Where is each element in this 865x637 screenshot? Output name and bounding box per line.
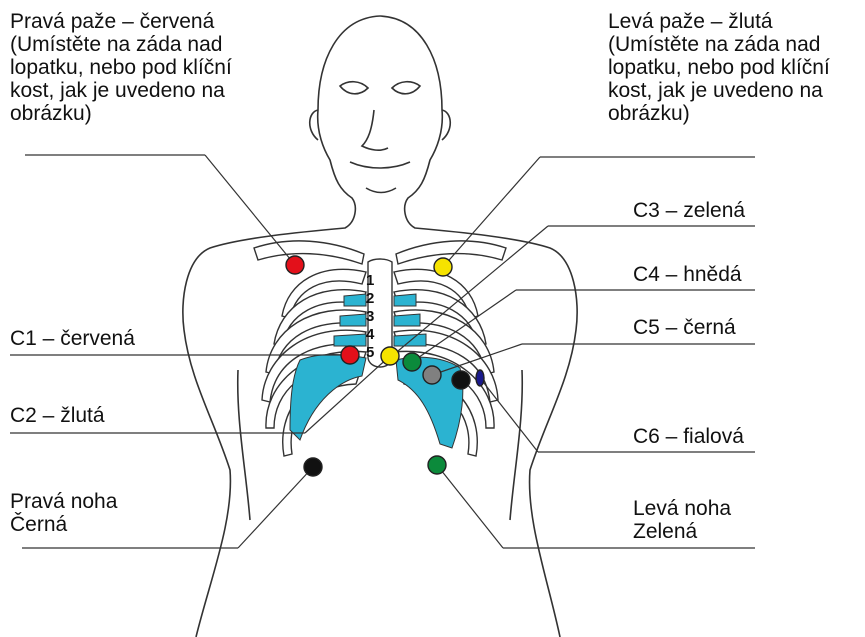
label-c5: C5 – černá: [633, 316, 736, 339]
electrode-left-arm: [434, 258, 452, 276]
electrode-c3: [403, 353, 421, 371]
label-c3: C3 – zelená: [633, 199, 745, 222]
rib-number-2: 2: [366, 291, 374, 307]
electrode-c4: [423, 366, 441, 384]
electrode-c5: [452, 371, 470, 389]
label-c6: C6 – fialová: [633, 425, 744, 448]
leader-right-arm-diag: [205, 155, 295, 265]
label-left-leg: Levá noha Zelená: [633, 497, 731, 543]
label-c4: C4 – hnědá: [633, 263, 742, 286]
rib-number-5: 5: [366, 345, 374, 361]
rib-number-4: 4: [366, 327, 374, 343]
rib-number-3: 3: [366, 309, 374, 325]
electrode-c6: [476, 370, 484, 386]
label-c1: C1 – červená: [10, 327, 135, 350]
electrode-left-leg: [428, 456, 446, 474]
electrode-c2: [381, 347, 399, 365]
electrode-right-arm: [286, 256, 304, 274]
electrode-c1: [341, 346, 359, 364]
label-c2: C2 – žlutá: [10, 404, 105, 427]
leader-left-leg-diag: [437, 465, 503, 548]
electrode-right-leg: [304, 458, 322, 476]
rib-number-1: 1: [366, 273, 374, 289]
label-left-arm: Levá paže – žlutá (Umístěte na záda nad …: [608, 10, 863, 125]
label-right-leg: Pravá noha Černá: [10, 490, 117, 536]
label-right-arm: Pravá paže – červená (Umístěte na záda n…: [10, 10, 300, 125]
